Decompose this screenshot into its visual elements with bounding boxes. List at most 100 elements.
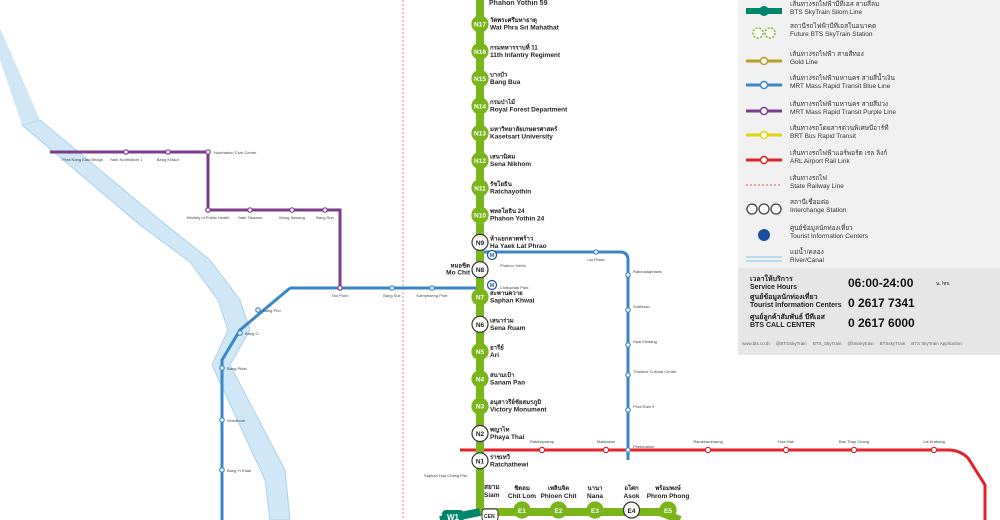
blue-station-label: Bang Phlat (227, 366, 247, 371)
arl-station-label: Lat Krabang (923, 439, 945, 444)
blue-station-label: Phahon Yothin (500, 263, 526, 268)
station-en-n5: Ari (490, 352, 499, 359)
sukhumvit-line-east (480, 508, 682, 520)
social-link[interactable]: BTS SkyTrain Application (911, 341, 962, 346)
purple-station-label: Bang Son (316, 215, 334, 220)
station-marker-n13 (471, 124, 489, 142)
purple-station-marker (322, 207, 328, 213)
blue-station-marker (625, 272, 631, 278)
blue-station-marker (237, 330, 243, 336)
legend-text: เส้นทางรถไฟฟ้าบีทีเอส สายสีลม BTS SkyTra… (790, 1, 880, 16)
legend-symbol-icon (758, 229, 770, 241)
station-th-n8: หมอชิต (451, 262, 471, 270)
legend-row: แม่น้ำ/คลอง River/Canal (738, 248, 1000, 274)
station-marker-e4 (622, 501, 641, 519)
arl-station-marker (930, 446, 938, 454)
station-code-n7: N7 (476, 295, 485, 302)
station-th-e1: ชิดลม (514, 484, 530, 492)
blue-station-marker (219, 467, 225, 473)
station-en-n13: Kasetsart University (490, 134, 553, 141)
station-th-n16: กรมทหารราบที่ 11 (490, 42, 538, 51)
station-marker-n5 (471, 343, 489, 361)
arl-line (460, 448, 987, 520)
legend-row: สถานีเชื่อมต่อ Interchange Station (738, 198, 1000, 224)
purple-station-marker (205, 149, 211, 155)
arl-station-marker (538, 446, 546, 454)
station-en-e3: Nana (587, 493, 603, 500)
cen-code: CEN (484, 514, 495, 520)
station-code-n8: N8 (476, 267, 485, 274)
social-link[interactable]: @btsskytrain (847, 341, 874, 346)
river-upper (0, 28, 40, 125)
blue-station-label: Chatuchak Park (500, 285, 528, 290)
purple-station-label: Ministry of Public Health (187, 215, 230, 220)
top-partial-label: Phahon Yothin 59 (489, 0, 548, 7)
social-links: www.bts.co.th @BTSSkyTrain BTS_SkyTrain @bt… (742, 341, 962, 346)
station-code-n1: N1 (476, 458, 485, 465)
station-marker-n14 (471, 97, 489, 115)
station-th-n13: มหาวิทยาลัยเกษตรศาสตร์ (490, 125, 558, 133)
legend-text: เส้นทางรถไฟฟ้ามหานคร สายสีน้ำเงิน MRT Ma… (790, 75, 895, 90)
station-th-n4: สนามเป้า (490, 371, 514, 379)
blue-station-label: Huai Khwang (633, 339, 657, 344)
station-en-n17: Wat Phra Sri Mahathat (490, 25, 560, 32)
legend-row: สถานีรถไฟฟ้าบีทีเอสในอนาคต Future BTS Sk… (738, 22, 1000, 48)
arl-station-marker (782, 446, 790, 454)
station-th-n9: ห้าแยกลาดพร้าว (490, 234, 534, 242)
station-en-n1: Ratchathewi (490, 461, 528, 468)
legend-row: ศูนย์ข้อมูลนักท่องเที่ยว Tourist Informa… (738, 224, 1000, 250)
station-code-e5: E5 (664, 508, 672, 515)
social-link[interactable]: BTSskyTrain (879, 341, 906, 346)
legend-symbol-icon (746, 80, 782, 90)
station-th-n15: บางบัว (490, 71, 508, 79)
social-link[interactable]: BTS_SkyTrain (812, 341, 842, 346)
station-th-n7: สะพานควาย (490, 290, 523, 297)
legend-text: ศูนย์ข้อมูลนักท่องเที่ยว Tourist Informa… (790, 225, 869, 240)
blue-station-label: Bang Yi Khan (227, 468, 251, 473)
station-marker-n17 (471, 15, 489, 33)
mrt-marker-icon (486, 249, 498, 261)
station-th-e2: เพลินจิต (548, 484, 569, 492)
arl-station-label: Ramkhamhaeng (693, 439, 722, 444)
arl-station-marker (850, 446, 858, 454)
legend-row: เส้นทางรถไฟฟ้าบีทีเอส สายสีลม BTS SkyTra… (738, 0, 1000, 26)
station-code-n16: N16 (474, 49, 486, 56)
station-th-n3: อนุสาวรีย์ชัยสมรภูมิ (490, 398, 541, 407)
station-code-n5: N5 (476, 349, 485, 356)
legend-symbol-icon (746, 106, 782, 116)
social-link[interactable]: www.bts.co.th (742, 341, 770, 346)
station-marker-n9 (471, 233, 489, 251)
blue-station-marker (593, 249, 599, 255)
mrt-marker-label: M (490, 283, 494, 289)
purple-station-marker (165, 149, 171, 155)
station-marker-n3 (471, 397, 489, 415)
blue-station-marker (219, 365, 225, 371)
station-marker-n11 (471, 179, 489, 197)
blue-station-label: Kamphaeng Phet (417, 293, 449, 298)
siam-en: Siam (484, 492, 500, 499)
blue-line-east (478, 250, 630, 460)
purple-station-marker (205, 207, 211, 213)
mrt-marker-icon (486, 279, 498, 291)
station-en-n16: 11th Infantry Regiment (490, 52, 561, 59)
purple-partial-left-label: Phra Nang Klao Bridge (62, 157, 104, 162)
station-code-n17: N17 (474, 22, 486, 29)
blue-station-marker (219, 417, 225, 423)
blue-station-marker (625, 447, 631, 453)
legend-row: เส้นทางรถไฟฟ้ามหานคร สายสีน้ำเงิน MRT Ma… (738, 74, 1000, 100)
station-marker-n6 (471, 315, 489, 333)
social-link[interactable]: @BTSSkyTrain (775, 341, 807, 346)
station-code-n12: N12 (474, 158, 486, 165)
station-marker-n4 (471, 370, 489, 388)
legend-symbol-icon (752, 27, 776, 39)
call-center-label: ศูนย์ลูกค้าสัมพันธ์ บีทีเอส BTS CALL CEN… (750, 314, 825, 329)
siam-th: สยาม (484, 484, 500, 491)
service-hours-unit: น. hrs. (936, 281, 951, 287)
station-th-n10: พหลโยธิน 24 (490, 207, 525, 215)
legend-symbol-icon (746, 184, 782, 186)
tic-phone: 0 2617 7341 (848, 296, 915, 310)
blue-station-label: Bang Sue (383, 293, 401, 298)
station-code-e1: E1 (518, 508, 526, 515)
station-marker-e3 (586, 501, 604, 519)
